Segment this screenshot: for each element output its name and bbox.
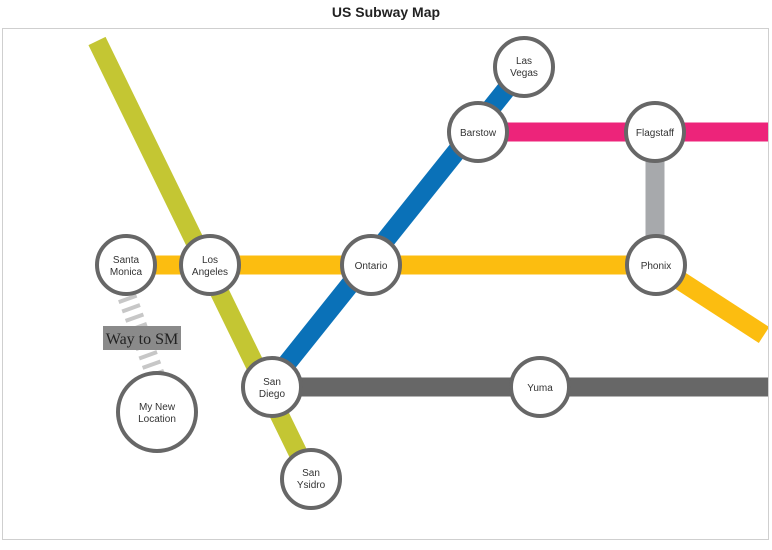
station-flagstaff[interactable]: Flagstaff: [624, 101, 686, 163]
station-las-vegas[interactable]: Las Vegas: [493, 36, 555, 98]
station-san-ysidro[interactable]: San Ysidro: [280, 448, 342, 510]
station-label: Diego: [259, 389, 286, 400]
station-label: Angeles: [192, 267, 228, 278]
station-yuma[interactable]: Yuma: [509, 356, 571, 418]
station-barstow[interactable]: Barstow: [447, 101, 509, 163]
subway-map: Way to SM Santa Monica Los Angeles Ontar…: [88, 36, 768, 510]
station-label: Ysidro: [297, 480, 326, 491]
station-label: Los: [202, 255, 218, 266]
station-label: Flagstaff: [636, 128, 674, 139]
station-san-diego[interactable]: San Diego: [241, 356, 303, 418]
station-label: Phonix: [641, 261, 672, 272]
map-frame: Way to SM Santa Monica Los Angeles Ontar…: [2, 28, 769, 540]
station-label: Barstow: [460, 128, 497, 139]
annotation-label: Way to SM: [106, 331, 179, 348]
station-phonix[interactable]: Phonix: [625, 234, 687, 296]
station-label: Yuma: [527, 383, 553, 394]
station-label: My New: [139, 402, 176, 413]
station-santa-monica[interactable]: Santa Monica: [95, 234, 157, 296]
station-ontario[interactable]: Ontario: [340, 234, 402, 296]
station-label: Vegas: [510, 68, 538, 79]
station-label: San: [263, 377, 281, 388]
annotation-box: [103, 326, 181, 350]
station-my-new-location[interactable]: My New Location: [116, 371, 198, 453]
station-label: Las: [516, 56, 532, 67]
station-label: Santa: [113, 255, 140, 266]
station-label: Location: [138, 414, 176, 425]
station-los-angeles[interactable]: Los Angeles: [179, 234, 241, 296]
station-label: Ontario: [355, 261, 388, 272]
page-title: US Subway Map: [331, 4, 441, 20]
station-label: Monica: [110, 267, 143, 278]
station-label: San: [302, 468, 320, 479]
